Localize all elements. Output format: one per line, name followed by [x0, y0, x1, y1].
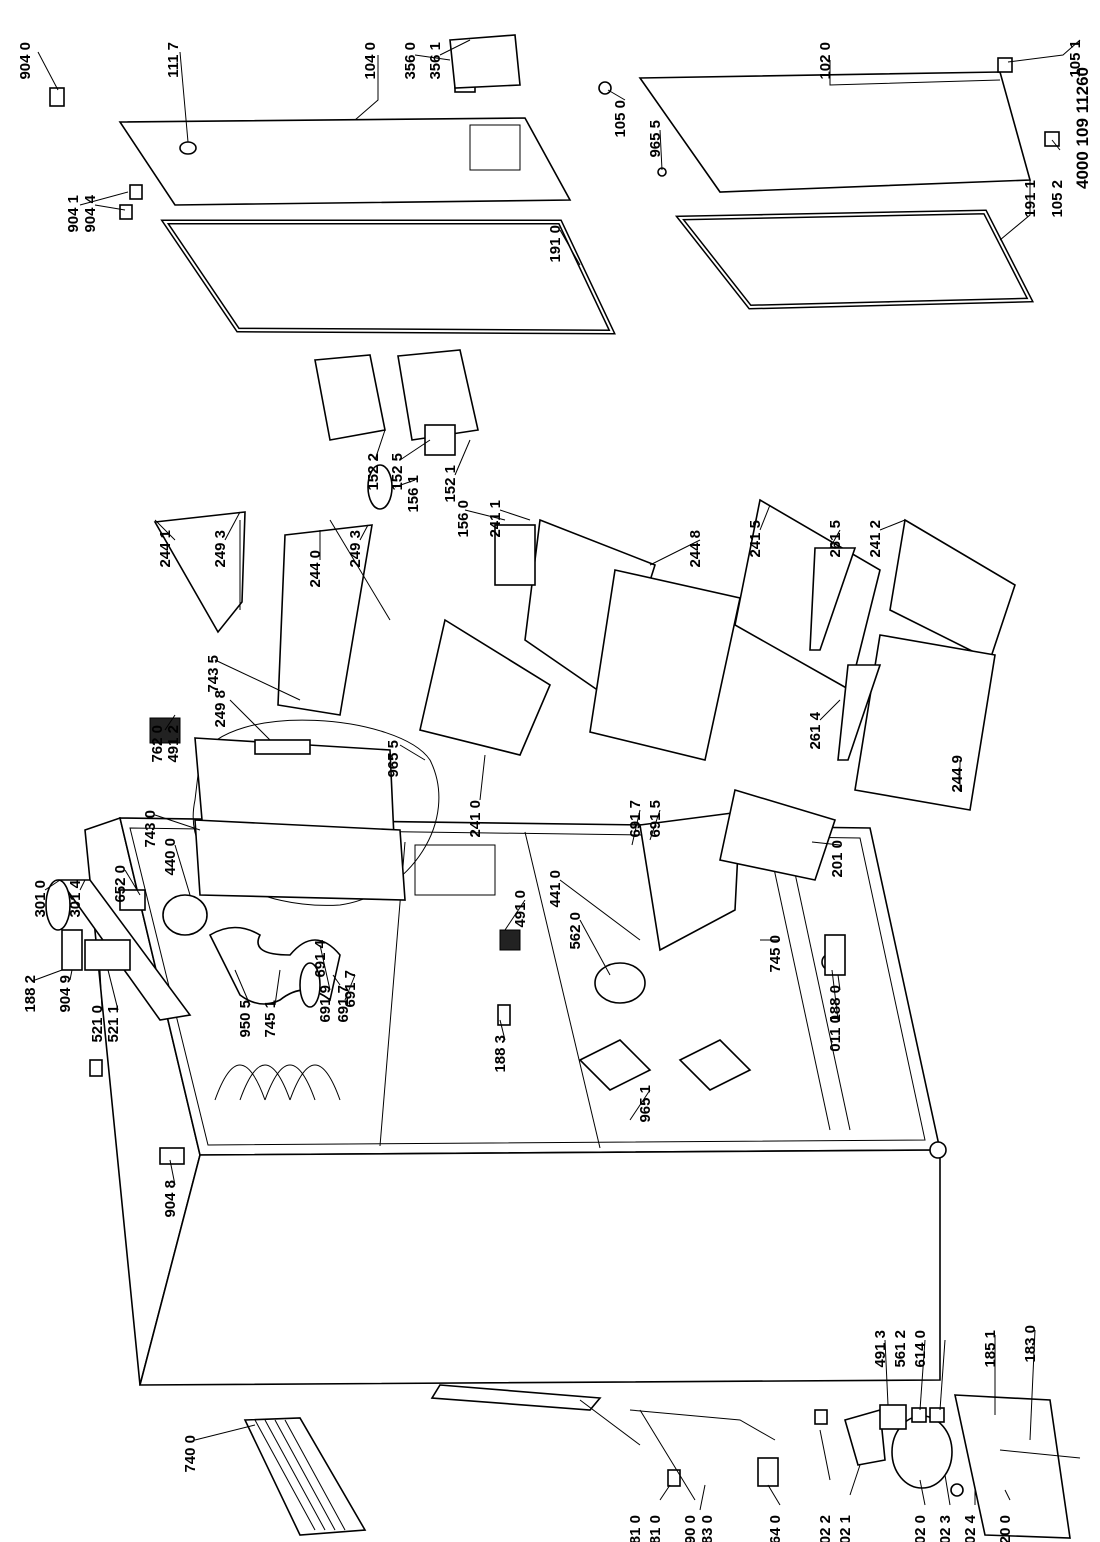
lower-door-drawing: [638, 71, 1032, 193]
callout-261-4: 261 4: [807, 711, 824, 749]
callout-491-0: 491 0: [512, 890, 529, 928]
callout-188-0: 188 0: [827, 985, 844, 1023]
callout-104-0: 104 0: [362, 42, 379, 80]
callout-904-9: 904 9: [57, 975, 74, 1013]
callout-402-4: 402 4: [962, 1514, 979, 1542]
callout-241-0: 241 0: [467, 800, 484, 838]
callout-102-0: 102 0: [817, 42, 834, 80]
callout-241-1: 241 1: [487, 500, 504, 538]
callout-745-0: 745 0: [767, 935, 784, 973]
callout-261-5: 261 5: [827, 520, 844, 558]
leader-lines: [34, 39, 1081, 1511]
callout-191-0: 191 0: [547, 225, 564, 263]
callout-188-2: 188 2: [22, 975, 39, 1013]
callout-691-5: 691 5: [647, 800, 664, 838]
callout-201-0: 201 0: [829, 840, 846, 878]
callout-965-1: 965 1: [637, 1085, 654, 1123]
callout-183-0: 183 0: [1022, 1325, 1039, 1363]
callout-691-9: 691 9: [317, 985, 334, 1023]
callout-181-0: 181 0: [647, 1515, 664, 1542]
cabinet-drawing: [84, 816, 947, 1386]
callout-491-3: 491 3: [872, 1330, 889, 1368]
condenser-drawing: [243, 1417, 367, 1536]
upper-gasket-drawing: [160, 219, 616, 335]
callout-249-8: 249 8: [212, 690, 229, 728]
callout-105-0: 105 0: [612, 100, 629, 138]
callout-402-0: 402 0: [912, 1515, 929, 1542]
callout-152-5: 152 5: [389, 453, 406, 491]
callout-402-3: 402 3: [937, 1515, 954, 1542]
callout-691-7a: 691 7: [627, 800, 644, 838]
callout-904-1: 904 1: [65, 195, 82, 233]
callout-152-2: 152 2: [365, 453, 382, 491]
callout-011-0: 011 0: [827, 1015, 844, 1052]
callout-740-0: 740 0: [182, 1435, 199, 1473]
callout-441-0: 441 0: [547, 870, 564, 908]
callout-521-0: 521 0: [89, 1005, 106, 1043]
callout-244-0: 244 0: [307, 550, 324, 588]
callout-904-8: 904 8: [162, 1180, 179, 1218]
callout-491-2: 491 2: [165, 725, 182, 763]
callout-614-0: 614 0: [912, 1330, 929, 1368]
callout-965-5b: 965 5: [385, 740, 402, 778]
callout-691-7b: 691 7: [335, 985, 352, 1023]
air-duct-cluster-drawing: [149, 717, 440, 906]
callout-188-3: 188 3: [492, 1035, 509, 1073]
callout-191-1: 191 1: [1022, 180, 1039, 218]
callout-249-3a: 249 3: [212, 530, 229, 568]
callout-904-0: 904 0: [17, 42, 34, 80]
callout-490-0: 490 0: [682, 1515, 699, 1542]
callout-420-0: 420 0: [997, 1515, 1014, 1542]
callout-301-0: 301 0: [32, 880, 49, 918]
lower-gasket-drawing: [674, 209, 1035, 310]
callout-244-8: 244 8: [687, 530, 704, 568]
callout-249-3b: 249 3: [347, 530, 364, 568]
callout-965-5a: 965 5: [647, 120, 664, 158]
document-number: 4000 109 11260: [1073, 67, 1092, 189]
callout-244-9: 244 9: [949, 755, 966, 793]
callout-743-5: 743 5: [205, 655, 222, 693]
callout-904-4: 904 4: [82, 194, 99, 232]
callout-156-0: 156 0: [455, 500, 472, 538]
callout-241-2: 241 2: [867, 520, 884, 558]
callout-691-7c: 691 7: [342, 970, 359, 1008]
callout-156-1: 156 1: [405, 475, 422, 513]
callout-781-0: 781 0: [627, 1515, 644, 1542]
callout-561-2: 561 2: [892, 1330, 909, 1368]
callout-562-0: 562 0: [567, 912, 584, 950]
callout-241-5: 241 5: [747, 520, 764, 558]
callout-301-4: 301 4: [67, 879, 84, 917]
top-small-parts: [49, 34, 1060, 220]
callout-402-2: 402 2: [817, 1515, 834, 1542]
callout-244-1: 244 1: [157, 530, 174, 568]
center-bottom-parts-drawing: [497, 788, 846, 1026]
callout-labels: 904 0 111 7 104 0 356 0 356 1 102 0 105 1 105 0…: [17, 40, 1084, 1542]
callout-762-0: 762 0: [149, 725, 166, 763]
callout-652-0: 652 0: [112, 865, 129, 903]
callout-950-5: 950 5: [237, 1000, 254, 1038]
callout-764-0: 764 0: [767, 1515, 784, 1542]
glass-shelves-drawing: [153, 511, 391, 716]
compressor-area-drawing: [430, 1384, 1081, 1539]
callout-743-0: 743 0: [142, 810, 159, 848]
part-drawings: [45, 34, 1081, 1539]
left-parts-cluster-drawing: [45, 879, 341, 1021]
callout-691-4: 691 4: [312, 939, 329, 977]
callout-402-1: 402 1: [837, 1515, 854, 1542]
callout-105-2: 105 2: [1049, 180, 1066, 218]
callout-356-1: 356 1: [427, 42, 444, 80]
callout-521-1: 521 1: [105, 1005, 122, 1043]
callout-440-0: 440 0: [162, 838, 179, 876]
callout-356-0: 356 0: [402, 42, 419, 80]
callout-185-1: 185 1: [982, 1330, 999, 1368]
callout-111-7: 111 7: [165, 42, 182, 78]
callout-783-0: 783 0: [699, 1515, 716, 1542]
upper-door-drawing: [118, 117, 572, 206]
callout-105-1: 105 1: [1067, 40, 1084, 78]
callout-152-1: 152 1: [442, 465, 459, 503]
door-balconies-drawing: [314, 349, 479, 510]
callout-745-1: 745 1: [262, 1000, 279, 1038]
